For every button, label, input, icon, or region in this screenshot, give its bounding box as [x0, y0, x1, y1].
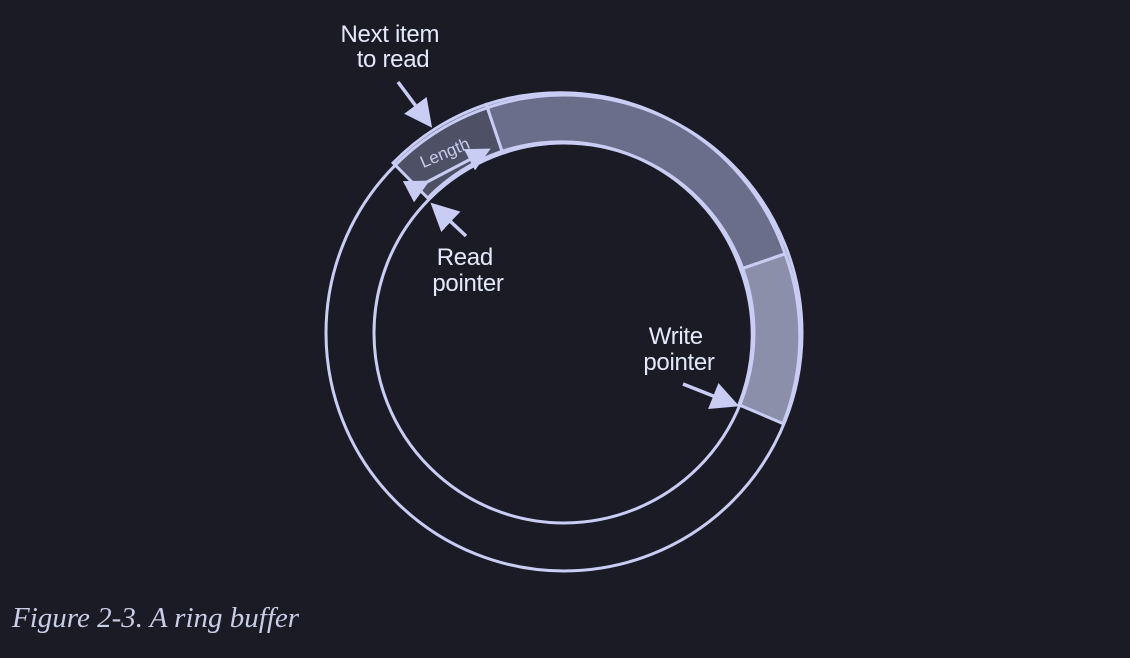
write-pointer-arrow: [682, 382, 740, 409]
ring-outer-edge: [324, 93, 804, 573]
write-pointer-label: Write pointer: [643, 323, 715, 376]
length-arrow: [402, 148, 491, 203]
written-region: [736, 251, 802, 426]
read-pointer-label: Read pointer: [432, 244, 504, 297]
figure-caption: Figure 2-3. A ring buffer: [12, 602, 300, 634]
next-item-label: Next item to read: [340, 21, 445, 73]
next-item-arrow: [396, 80, 433, 128]
unread-region: [484, 91, 788, 272]
ring-inner-edge: [372, 141, 756, 525]
read-pointer-arrow: [430, 202, 468, 238]
